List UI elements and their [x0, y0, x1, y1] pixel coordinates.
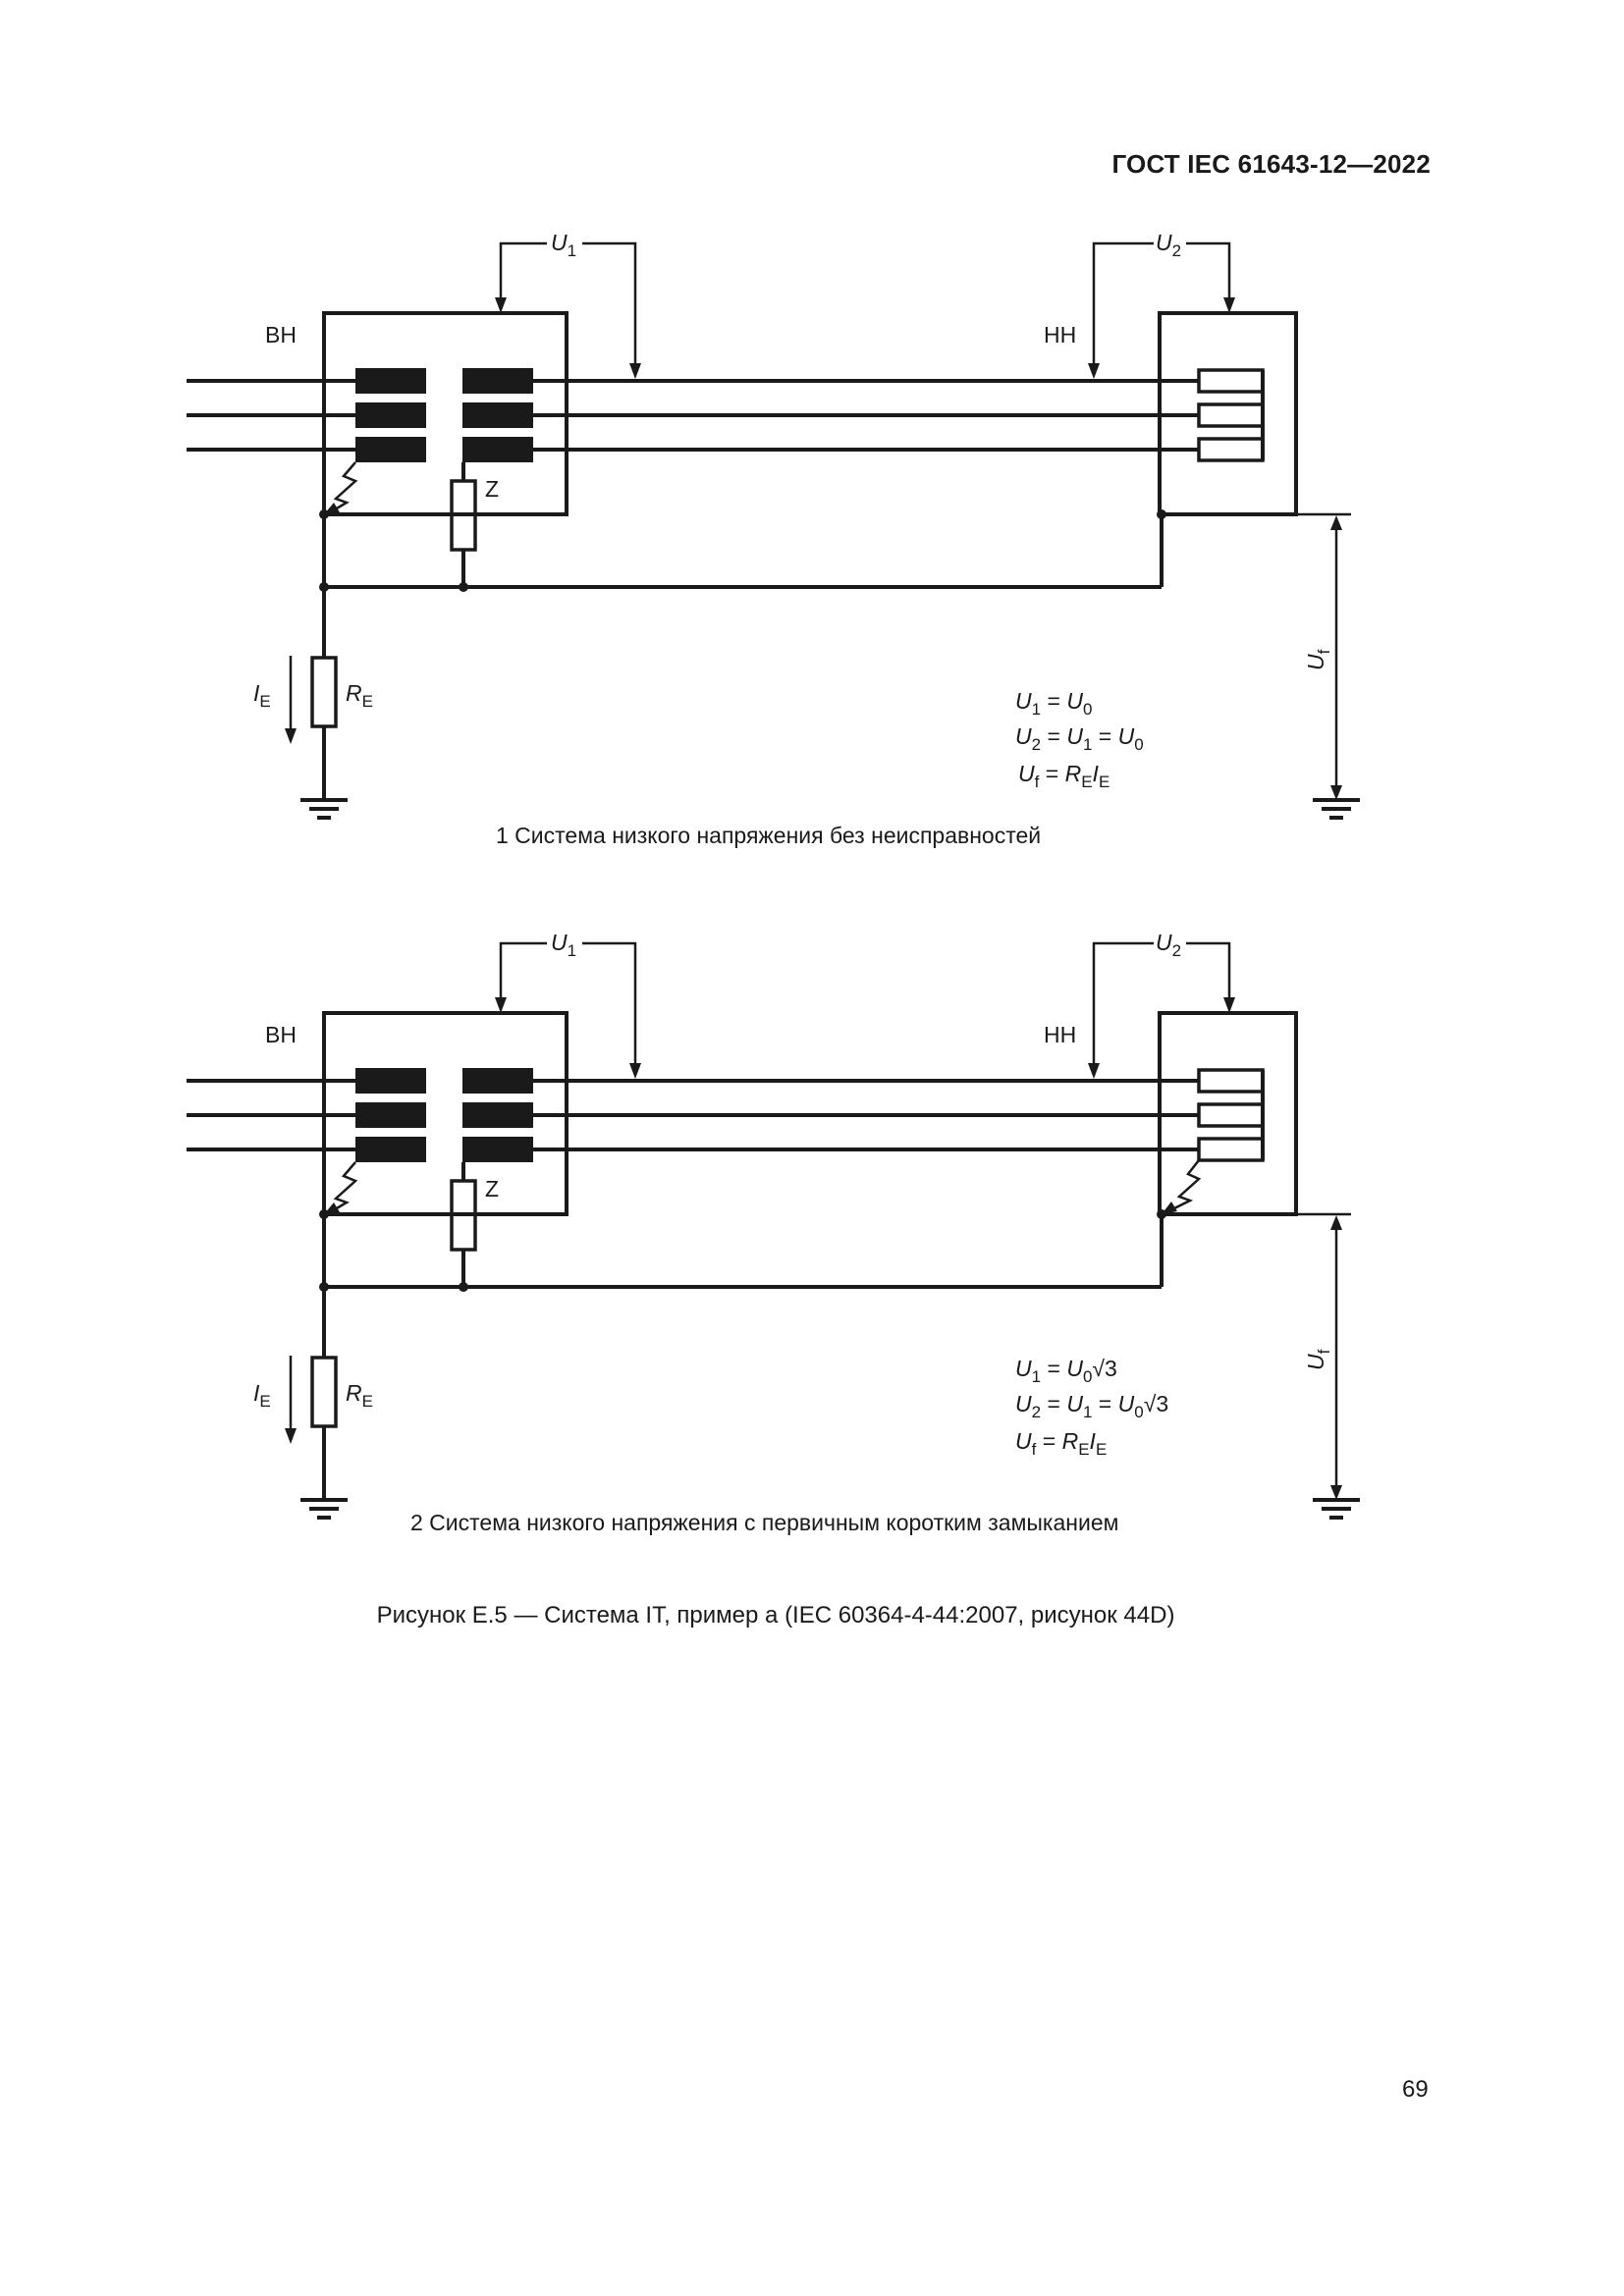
equation-u2: U2 = U1 = U0√3 [1015, 1391, 1168, 1421]
page-number: 69 [1402, 2076, 1429, 2103]
document-header: ГОСТ IEC 61643-12—2022 [1111, 149, 1431, 179]
equation-uf: Uf = REIE [1015, 1428, 1107, 1459]
label-lv: НН [1044, 322, 1076, 347]
label-uf: Uf [1303, 1349, 1333, 1370]
label-re: RE [346, 1380, 373, 1411]
equation-u2: U2 = U1 = U0 [1015, 723, 1144, 754]
diagram-2-primary-fault: ВН НН Z U1 U2 IE RE Uf U1 = U0√3 U2 = U1… [185, 930, 1362, 1520]
diagram-2-caption: 2 Система низкого напряжения с первичным… [410, 1510, 1119, 1535]
label-u1: U1 [551, 930, 576, 960]
label-z: Z [485, 1176, 499, 1201]
label-ie: IE [253, 680, 271, 711]
label-lv: НН [1044, 1022, 1076, 1047]
diagram-1-no-fault: ВН НН Z U1 U2 IE RE Uf U1 = U0 U2 = U1 =… [185, 230, 1362, 820]
label-uf: Uf [1303, 649, 1333, 670]
equation-uf: Uf = REIE [1018, 761, 1110, 791]
label-re: RE [346, 680, 373, 711]
figure-caption: Рисунок Е.5 — Система IT, пример а (IEC … [376, 1602, 1175, 1629]
label-u1: U1 [551, 230, 576, 260]
label-ie: IE [253, 1380, 271, 1411]
diagram-1-caption: 1 Система низкого напряжения без неиспра… [496, 823, 1042, 848]
label-u2: U2 [1156, 930, 1181, 960]
label-hv: ВН [265, 1022, 297, 1047]
equation-u1: U1 = U0√3 [1015, 1356, 1117, 1386]
label-z: Z [485, 476, 499, 502]
equation-u1: U1 = U0 [1015, 688, 1092, 719]
label-u2: U2 [1156, 230, 1181, 260]
label-hv: ВН [265, 322, 297, 347]
